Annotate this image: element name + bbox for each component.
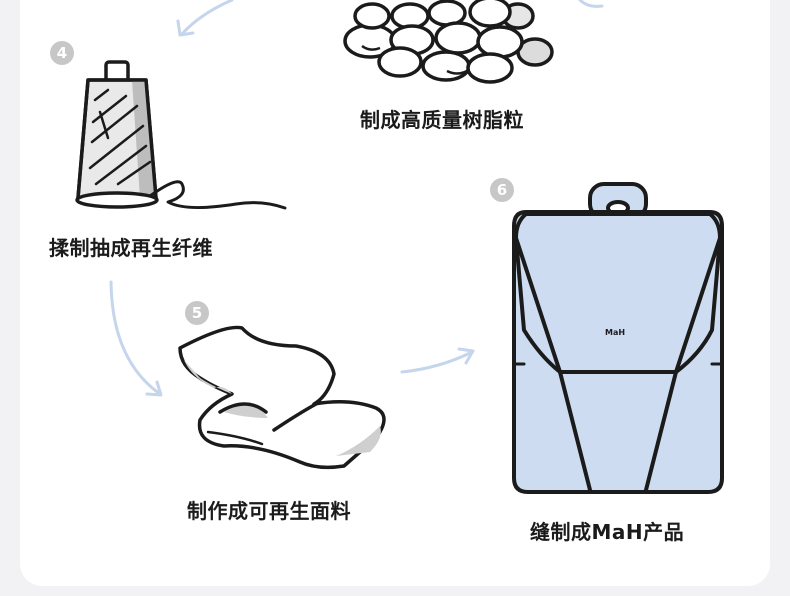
product-step-label: 缝制成MaH产品 (530, 520, 685, 544)
arrow-resin-to-thread-head (176, 19, 195, 37)
step-badge-5: 5 (185, 301, 209, 325)
fabric-icon (178, 325, 386, 470)
step-badge-6: 6 (490, 178, 514, 202)
backpack-logo: MaH (605, 328, 625, 337)
thread-step-label: 揉制抽成再生纤维 (49, 236, 213, 260)
arrow-fabric-to-product-head (457, 347, 475, 365)
arrow-thread-to-fabric-head (145, 380, 163, 397)
thread-spool-icon (75, 60, 287, 210)
arrow-fabric-to-product (400, 350, 474, 374)
arrow-top-right (578, 0, 604, 8)
fabric-step-label: 制作成可再生面料 (187, 499, 351, 523)
arrow-resin-to-thread (180, 0, 234, 36)
step-badge-4: 4 (50, 41, 74, 65)
resin-pellets-icon (343, 0, 554, 84)
flow-arrows (109, 0, 604, 397)
backpack-icon: MaH (512, 182, 724, 494)
resin-step-label: 制成高质量树脂粒 (360, 108, 524, 132)
arrow-thread-to-fabric (109, 280, 162, 396)
